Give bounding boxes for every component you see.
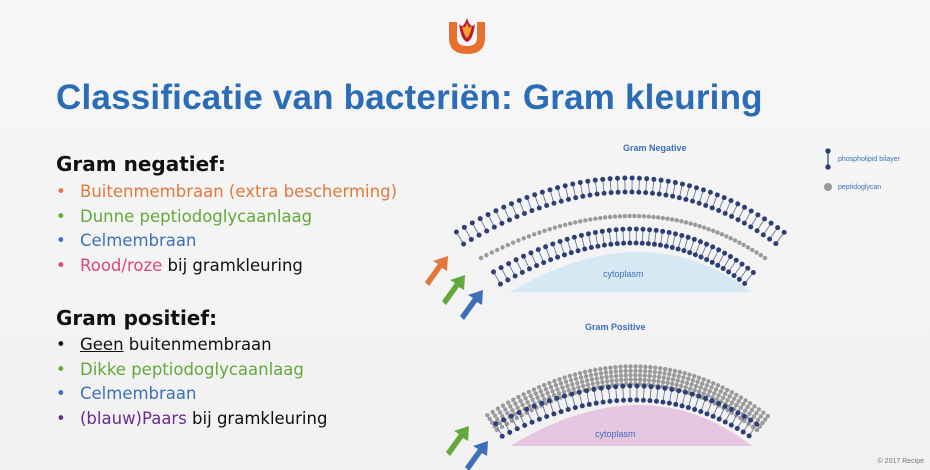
gram-negative-layers [453, 175, 787, 287]
cell-wall-diagram: Gram Negative cytoplasm Gram Positive cy… [425, 143, 901, 470]
orange-arrow-icon [425, 256, 448, 286]
university-logo-icon [449, 18, 485, 54]
list-item: Celmembraan [56, 382, 327, 407]
blue-arrow-icon [460, 290, 483, 320]
cytoplasm-positive-label: cytoplasm [595, 429, 636, 439]
list-item: Celmembraan [56, 229, 397, 254]
gram-positive-layers [485, 364, 771, 439]
green-arrow-icon [446, 426, 469, 456]
gram-positive-title: Gram Positive [585, 322, 646, 332]
copyright-text: © 2017 Recipe [877, 458, 924, 465]
list-item: Rood/roze bij gramkleuring [56, 254, 397, 279]
list-item: Dikke peptiodoglycaanlaag [56, 358, 327, 383]
cytoplasm-negative-label: cytoplasm [603, 269, 644, 279]
cell-membrane-positive [493, 383, 760, 439]
list-item: Buitenmembraan (extra bescherming) [56, 180, 397, 205]
legend-peptidoglycan-label: peptidoglycan [838, 184, 881, 191]
gram-negative-list: Buitenmembraan (extra bescherming) Dunne… [56, 180, 397, 278]
gram-negative-title: Gram Negative [623, 143, 687, 153]
stain-arrows-positive [446, 426, 488, 470]
gram-positive-heading: Gram positief: [56, 306, 218, 330]
list-item: (blauw)Paars bij gramkleuring [56, 407, 327, 432]
blue-arrow-icon [465, 441, 488, 470]
legend-bilayer-label: phospholipid bilayer [838, 156, 901, 163]
gram-negative-heading: Gram negatief: [56, 152, 226, 176]
outer-membrane [453, 175, 787, 247]
peptidoglycan-icon [824, 183, 832, 191]
phospholipid-icon [825, 148, 831, 154]
list-item: Dunne peptiodoglycaanlaag [56, 205, 397, 230]
stain-arrows-negative [425, 256, 483, 320]
legend: phospholipid bilayer peptidoglycan [824, 148, 901, 191]
peptidoglycan-thin [478, 213, 768, 261]
cell-membrane-negative [491, 226, 756, 287]
gram-positive-list: Geen buitenmembraan Dikke peptiodoglycaa… [56, 333, 327, 431]
page-title: Classificatie van bacteriën: Gram kleuri… [56, 78, 763, 117]
green-arrow-icon [442, 275, 465, 305]
list-item: Geen buitenmembraan [56, 333, 327, 358]
